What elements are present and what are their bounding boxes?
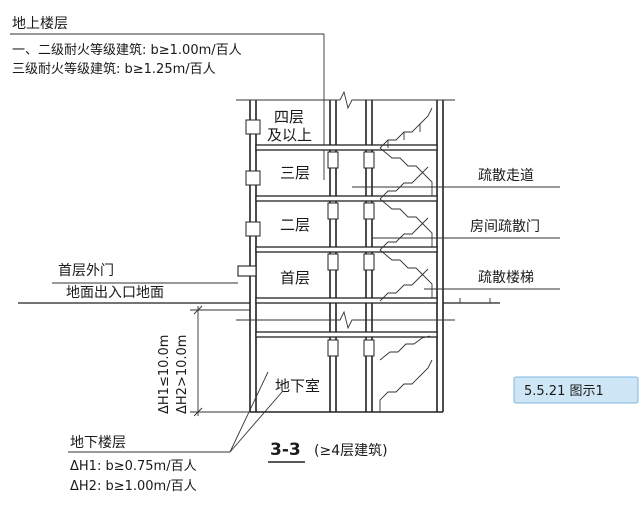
room-door-label: 房间疏散门 [470, 219, 540, 235]
right-callouts: 疏散走道 房间疏散门 疏散楼梯 [352, 168, 560, 290]
dim-h2-label: ΔH2>10.0m [175, 335, 190, 414]
section-caption: 3-3 (≥4层建筑) [268, 440, 388, 463]
above-ground-rule-2: 三级耐火等级建筑: b≥1.25m/百人 [12, 61, 216, 77]
figure-badge: 5.5.21 图示1 [513, 376, 639, 404]
exterior-door-label: 首层外门 [58, 263, 114, 279]
floor-label-second: 二层 [280, 216, 310, 234]
stair-label: 疏散楼梯 [478, 270, 534, 286]
underground-heading: 地下楼层 [70, 435, 126, 451]
underground-note: 地下楼层 ΔH1: b≥0.75m/百人 ΔH2: b≥1.00m/百人 [68, 371, 283, 494]
above-ground-heading: 地上楼层 [12, 16, 68, 32]
above-ground-rule-1: 一、二级耐火等级建筑: b≥1.00m/百人 [12, 42, 242, 58]
floor-slabs [236, 144, 455, 338]
height-dimensions: ΔH1≤10.0m ΔH2>10.0m [157, 305, 250, 417]
corridor-label: 疏散走道 [478, 168, 534, 184]
figure-badge-text: 5.5.21 图示1 [524, 384, 604, 399]
floor-label-fourth-2: 及以上 [267, 126, 312, 144]
floor-label-basement: 地下室 [275, 377, 320, 395]
dim-h1-label: ΔH1≤10.0m [157, 335, 172, 414]
ground-level-label: 地面出入口地面 [66, 285, 164, 301]
underground-rule-2: ΔH2: b≥1.00m/百人 [70, 479, 197, 494]
stair-flights [379, 107, 433, 412]
above-ground-note: 地上楼层 一、二级耐火等级建筑: b≥1.00m/百人 三级耐火等级建筑: b≥… [10, 16, 325, 180]
section-subtitle: (≥4层建筑) [314, 443, 388, 459]
ground-line [18, 298, 500, 304]
floor-label-first: 首层 [280, 269, 310, 287]
floor-label-third: 三层 [280, 164, 310, 182]
underground-rule-1: ΔH1: b≥0.75m/百人 [70, 459, 197, 474]
floor-labels: 四层 及以上 三层 二层 首层 地下室 [267, 108, 320, 395]
section-title: 3-3 [270, 440, 301, 460]
left-callouts: 首层外门 地面出入口地面 [52, 263, 238, 301]
floor-label-fourth-1: 四层 [274, 108, 304, 126]
room-doors [237, 119, 375, 357]
exterior-door-symbol [237, 265, 257, 277]
